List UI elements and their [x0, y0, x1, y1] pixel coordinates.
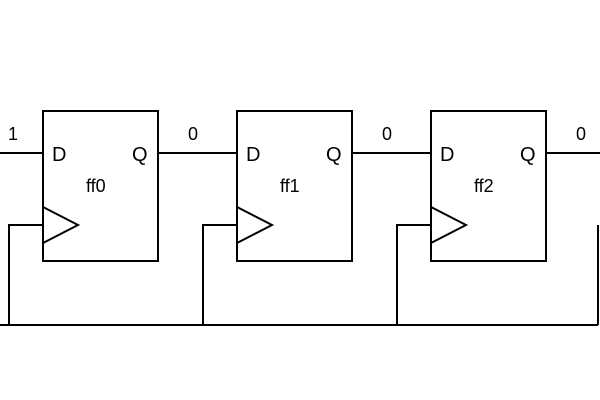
ff2-name: ff2	[474, 176, 494, 196]
ff0-name: ff0	[86, 176, 106, 196]
ff0-clock-triangle	[42, 206, 81, 244]
ff1-q-label: Q	[326, 144, 342, 166]
ff1-name: ff1	[280, 176, 300, 196]
flip-flop-ff2: D Q ff2	[430, 110, 547, 262]
ff2-output-value: 0	[576, 124, 586, 144]
ff0-body	[42, 110, 159, 262]
ff1-body	[236, 110, 353, 262]
flip-flop-ff1: D Q ff1	[236, 110, 353, 262]
ff1-output-value: 0	[382, 124, 392, 144]
ff1-clock-wire	[202, 224, 237, 325]
ff2-clock-triangle	[430, 206, 469, 244]
ff2-body	[430, 110, 547, 262]
input-value-label: 1	[8, 124, 18, 144]
ff2-clock-wire	[396, 224, 431, 325]
ff0-output-value: 0	[188, 124, 198, 144]
ff0-d-label: D	[52, 144, 66, 166]
ff0-q-label: Q	[132, 144, 148, 166]
ff2-d-label: D	[440, 144, 454, 166]
ff2-q-label: Q	[520, 144, 536, 166]
ff0-clock-wire	[8, 224, 43, 325]
ff1-d-label: D	[246, 144, 260, 166]
flip-flop-ff0: D Q ff0	[42, 110, 159, 262]
ff1-clock-triangle	[236, 206, 275, 244]
